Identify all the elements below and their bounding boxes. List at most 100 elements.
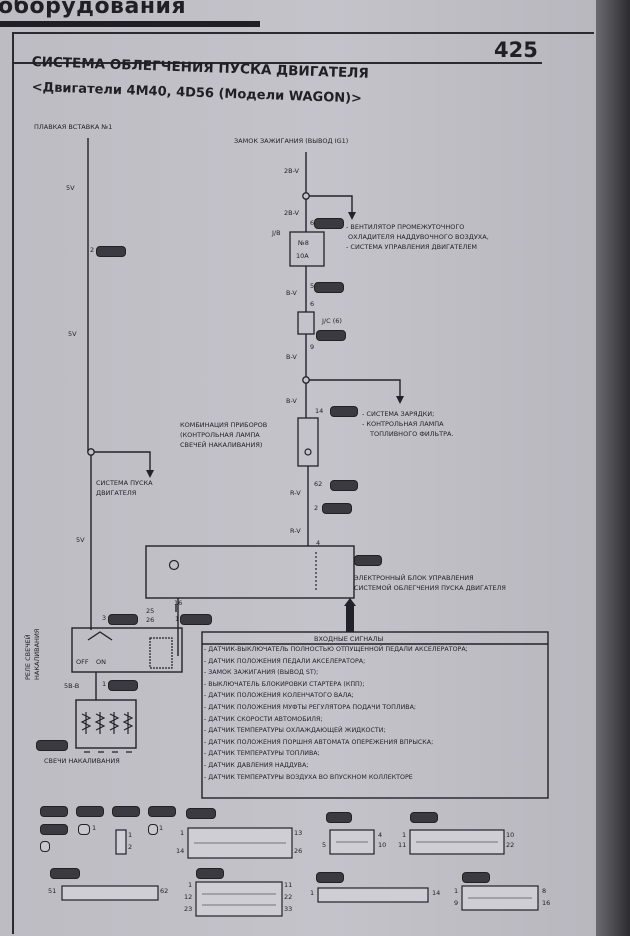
connector-pin: 33 bbox=[284, 905, 293, 913]
ignition-switch-label: ЗАМОК ЗАЖИГАНИЯ (ВЫВОД IG1) bbox=[234, 137, 349, 145]
wire-label: 5B-B bbox=[64, 682, 80, 690]
relay-label: РЕЛЕ СВЕЧЕЙ НАКАЛИВАНИЯ bbox=[24, 628, 41, 680]
wire-label: B-V bbox=[286, 397, 297, 405]
connector-pin: 4 bbox=[378, 831, 383, 839]
connector-tag bbox=[148, 806, 176, 817]
connector-tag bbox=[330, 406, 358, 417]
connector-pin: 13 bbox=[294, 829, 303, 837]
pin-number: 62 bbox=[314, 480, 323, 488]
connector-tag bbox=[148, 824, 158, 835]
connector-pin: 1 bbox=[454, 887, 459, 895]
connector-tag bbox=[316, 872, 344, 883]
gauge-cluster-label: (КОНТРОЛЬНАЯ ЛАМПА bbox=[180, 431, 260, 439]
connector-pin: 8 bbox=[542, 887, 547, 895]
connector-tag bbox=[180, 614, 212, 625]
section-title: оборудования bbox=[0, 0, 187, 19]
pin-number: 4 bbox=[316, 539, 321, 547]
connector-pin: 14 bbox=[432, 889, 441, 897]
connector-tag bbox=[410, 812, 438, 823]
connector-pin: 22 bbox=[284, 893, 293, 901]
connector-tag bbox=[314, 218, 344, 229]
connector-tag bbox=[196, 868, 224, 879]
connector-pin: 1 bbox=[310, 889, 315, 897]
list-item: - ДАТЧИК ПОЛОЖЕНИЯ КОЛЕНЧАТОГО ВАЛА; bbox=[204, 692, 354, 700]
list-item: - ЗАМОК ЗАЖИГАНИЯ (ВЫВОД ST); bbox=[204, 669, 319, 677]
connector-pin: 1 bbox=[180, 829, 185, 837]
connector-tag bbox=[330, 480, 358, 491]
relay-on-label: ON bbox=[96, 658, 106, 666]
connector-pin: 11 bbox=[284, 881, 293, 889]
list-item: - ДАТЧИК ПОЛОЖЕНИЯ ПЕДАЛИ АКСЕЛЕРАТОРА; bbox=[204, 657, 366, 665]
charging-note: - СИСТЕМА ЗАРЯДКИ; bbox=[362, 410, 435, 418]
connector-tag bbox=[314, 282, 344, 293]
book-spine-edge bbox=[596, 0, 630, 936]
wire-label: 5V bbox=[76, 536, 85, 544]
pin-number: 25 bbox=[146, 607, 155, 615]
list-item: - ВЫКЛЮЧАТЕЛЬ БЛОКИРОВКИ СТАРТЕРА (КПП); bbox=[204, 680, 365, 688]
connector-pin: 1 bbox=[402, 831, 407, 839]
connector-tag bbox=[96, 246, 126, 257]
gauge-cluster-label: КОМБИНАЦИЯ ПРИБОРОВ bbox=[180, 421, 268, 429]
list-item: - ДАТЧИК ПОЛОЖЕНИЯ ПОРШНЯ АВТОМАТА ОПЕРЕ… bbox=[204, 738, 434, 746]
connector-pin: 14 bbox=[176, 847, 185, 855]
connector-pin: 26 bbox=[294, 847, 303, 855]
fuse-box-label: J/B bbox=[272, 229, 281, 237]
connector-tag bbox=[322, 503, 352, 514]
connector-pin: 23 bbox=[184, 905, 193, 913]
header-rule bbox=[0, 21, 260, 27]
list-item: - ДАТЧИК ДАВЛЕНИЯ НАДДУВА; bbox=[204, 761, 309, 769]
fan-note: - СИСТЕМА УПРАВЛЕНИЯ ДВИГАТЕЛЕМ bbox=[346, 243, 478, 251]
wire-label: 2B-V bbox=[284, 209, 300, 217]
connector-pin: 1 bbox=[92, 824, 97, 832]
pin-number: 1 bbox=[175, 615, 180, 623]
ecu-label: СИСТЕМОЙ ОБЛЕГЧЕНИЯ ПУСКА ДВИГАТЕЛЯ bbox=[354, 584, 506, 592]
pin-number: 6 bbox=[310, 300, 315, 308]
connector-pin: 1 bbox=[159, 824, 164, 832]
connector-tag bbox=[40, 806, 68, 817]
engine-start-label: СИСТЕМА ПУСКА bbox=[96, 479, 153, 487]
connector-tag bbox=[326, 812, 352, 823]
ecu-label: ЭЛЕКТРОННЫЙ БЛОК УПРАВЛЕНИЯ bbox=[354, 574, 474, 582]
connector-pin: 22 bbox=[506, 841, 515, 849]
connector-tag bbox=[40, 841, 50, 852]
connector-tag bbox=[462, 872, 490, 883]
connector-pin: 1 bbox=[128, 831, 133, 839]
connector-tag bbox=[354, 555, 382, 566]
connector-tag bbox=[76, 806, 104, 817]
pin-number: 16 bbox=[174, 599, 183, 607]
pin-number: 6 bbox=[310, 219, 315, 227]
pin-number: 9 bbox=[310, 343, 315, 351]
connector-pin: 5 bbox=[322, 841, 327, 849]
connector-tag bbox=[112, 806, 140, 817]
wire-label: B-V bbox=[286, 289, 297, 297]
list-item: - ДАТЧИК ПОЛОЖЕНИЯ МУФТЫ РЕГУЛЯТОРА ПОДА… bbox=[204, 703, 417, 711]
diagram-frame bbox=[12, 32, 594, 934]
joint-connector-label: J/C (6) bbox=[322, 317, 342, 325]
connector-tag bbox=[50, 868, 80, 879]
fuse-number: №8 bbox=[298, 239, 309, 247]
pin-number: 2 bbox=[90, 246, 95, 254]
connector-tag bbox=[78, 824, 90, 835]
page-number: 425 bbox=[494, 38, 538, 62]
pin-number: 1 bbox=[102, 680, 107, 688]
connector-pin: 1 bbox=[188, 881, 193, 889]
list-item: - ДАТЧИК-ВЫКЛЮЧАТЕЛЬ ПОЛНОСТЬЮ ОТПУЩЕННО… bbox=[204, 646, 468, 653]
wire-label: 5V bbox=[66, 184, 75, 192]
connector-pin: 11 bbox=[398, 841, 407, 849]
connector-pin: 10 bbox=[378, 841, 387, 849]
connector-tag bbox=[40, 824, 68, 835]
connector-pin: 51 bbox=[48, 887, 57, 895]
page-number-rule bbox=[12, 62, 542, 64]
input-signals-header: ВХОДНЫЕ СИГНАЛЫ bbox=[314, 635, 384, 643]
pin-number: 5 bbox=[310, 282, 315, 290]
glow-plugs-label: СВЕЧИ НАКАЛИВАНИЯ bbox=[44, 757, 120, 765]
fan-note: - ВЕНТИЛЯТОР ПРОМЕЖУТОЧНОГО bbox=[346, 223, 465, 231]
list-item: - ДАТЧИК ТЕМПЕРАТУРЫ ОХЛАЖДАЮЩЕЙ ЖИДКОСТ… bbox=[204, 727, 386, 735]
connector-pin: 10 bbox=[506, 831, 515, 839]
connector-pin: 16 bbox=[542, 899, 551, 907]
connector-tag bbox=[36, 740, 68, 751]
connector-tag bbox=[186, 808, 216, 819]
list-item: - ДАТЧИК ТЕМПЕРАТУРЫ ВОЗДУХА ВО ВПУСКНОМ… bbox=[204, 773, 413, 781]
charging-note: ТОПЛИВНОГО ФИЛЬТРА. bbox=[370, 430, 454, 438]
